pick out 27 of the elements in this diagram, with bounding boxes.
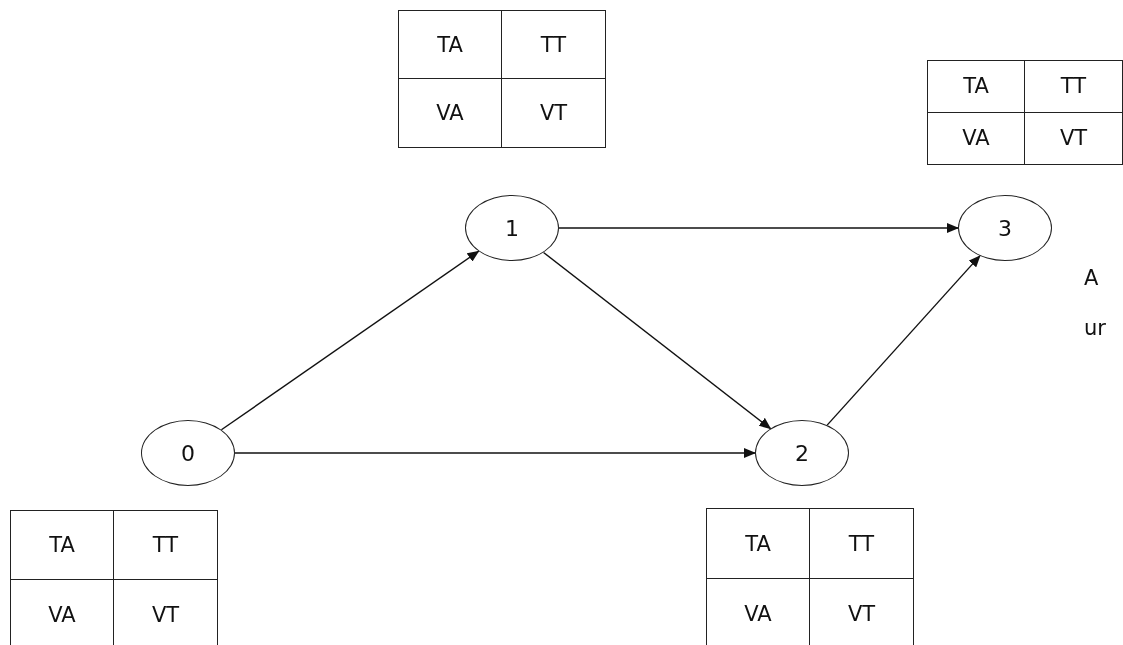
node-circle: 2 — [755, 420, 849, 486]
table-cell: TT — [1025, 61, 1122, 113]
table-cell-text: VT — [846, 601, 877, 628]
node-circle: 0 — [141, 420, 235, 486]
table-cell: TA — [11, 511, 114, 580]
node-circle: 3 — [958, 195, 1052, 261]
table-cell: VA — [11, 580, 114, 645]
table-cell: TT — [810, 509, 913, 579]
arrow — [558, 223, 959, 233]
table-cell: TA — [928, 61, 1025, 113]
table-cell: TA — [707, 509, 810, 579]
note-text: A — [1084, 266, 1099, 290]
table-cell: TA — [399, 11, 502, 79]
arrow — [826, 255, 981, 426]
table-cell: VA — [928, 112, 1025, 164]
table-cell: TT — [502, 11, 605, 79]
table-cell: TT — [114, 511, 217, 580]
table-cell-text: VT — [1058, 125, 1089, 153]
arrow — [220, 250, 480, 431]
table-cell: VA — [399, 79, 502, 147]
note-text: ur — [1084, 316, 1106, 340]
table-cell-text: VT — [150, 601, 181, 629]
arrow — [234, 448, 756, 458]
node-circle: 1 — [465, 195, 559, 261]
table-cell-text: VT — [538, 100, 569, 127]
table-cell: VA — [707, 579, 810, 645]
arrow — [542, 251, 772, 430]
